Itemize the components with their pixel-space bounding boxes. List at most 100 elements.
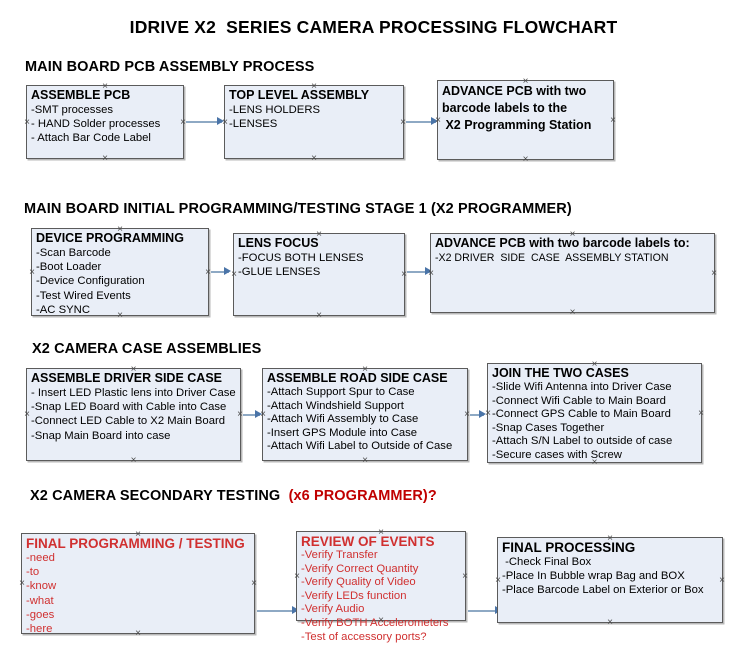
- connection-handle-bottom[interactable]: [134, 629, 143, 638]
- box-final-processing[interactable]: FINAL PROCESSING -Check Final Box -Place…: [497, 537, 723, 623]
- box-device-programming[interactable]: DEVICE PROGRAMMING -Scan Barcode -Boot L…: [31, 228, 209, 316]
- box-line: -GLUE LENSES: [238, 266, 321, 279]
- box-assemble-pcb[interactable]: ASSEMBLE PCB -SMT processes - HAND Solde…: [26, 85, 184, 159]
- connection-handle-bottom[interactable]: [590, 458, 599, 467]
- box-title: REVIEW OF EVENTS: [301, 534, 435, 549]
- connector-top-level-to-advance-pcb: [406, 121, 436, 123]
- box-line: -Attach Wifi Label to Outside of Case: [267, 440, 453, 453]
- box-title: LENS FOCUS: [238, 236, 319, 250]
- connection-handle-bottom[interactable]: [568, 308, 577, 317]
- box-lens-focus[interactable]: LENS FOCUS -FOCUS BOTH LENSES -GLUE LENS…: [233, 233, 405, 316]
- connection-handle-bottom[interactable]: [315, 311, 324, 320]
- connection-handle-top[interactable]: [590, 360, 599, 369]
- connection-handle-bottom[interactable]: [521, 155, 530, 164]
- connection-handle-left[interactable]: [23, 118, 32, 127]
- box-line: -Verify LEDs function: [301, 589, 407, 602]
- box-line: -Place Barcode Label on Exterior or Box: [502, 584, 704, 597]
- section-heading-text: X2 CAMERA CASE ASSEMBLIES: [32, 341, 262, 357]
- connection-handle-left[interactable]: [23, 410, 32, 419]
- connection-handle-top[interactable]: [606, 534, 615, 543]
- section-heading-x2-camera-case-assemblies: X2 CAMERA CASE ASSEMBLIES: [32, 341, 261, 357]
- connection-handle-left[interactable]: [484, 409, 493, 418]
- connection-handle-bottom[interactable]: [101, 154, 110, 163]
- connection-handle-top[interactable]: [377, 528, 386, 537]
- connection-handle-right[interactable]: [697, 409, 706, 418]
- section-heading-x2-camera-secondary-testing: X2 CAMERA SECONDARY TESTING (x6 PROGRAMM…: [30, 488, 437, 504]
- connector-assemble-pcb-to-top-level: [186, 121, 222, 123]
- connection-handle-top[interactable]: [568, 230, 577, 239]
- connection-handle-top[interactable]: [310, 82, 319, 91]
- box-line: -Slide Wifi Antenna into Driver Case: [492, 381, 672, 393]
- box-line: -to: [26, 566, 40, 579]
- box-line: - Attach Bar Code Label: [31, 132, 151, 145]
- box-top-level-assembly[interactable]: TOP LEVEL ASSEMBLY -LENS HOLDERS -LENSES: [224, 85, 404, 159]
- connection-handle-left[interactable]: [28, 268, 37, 277]
- connection-handle-left[interactable]: [230, 270, 239, 279]
- connector-lens-focus-to-advance-pcb-driver: [407, 271, 430, 273]
- connection-handle-right[interactable]: [710, 269, 719, 278]
- page-title: IDRIVE X2 SERIES CAMERA PROCESSING FLOWC…: [129, 17, 618, 37]
- box-advance-pcb-to-driver-side-station[interactable]: ADVANCE PCB with two barcode labels to: …: [430, 233, 715, 313]
- box-join-the-two-cases[interactable]: JOIN THE TWO CASES -Slide Wifi Antenna i…: [487, 363, 702, 463]
- box-review-of-events[interactable]: REVIEW OF EVENTS -Verify Transfer -Verif…: [293, 528, 466, 643]
- connection-handle-bottom[interactable]: [361, 456, 370, 465]
- box-line: -Scan Barcode: [36, 247, 111, 259]
- box-line: -Device Configuration: [36, 275, 145, 288]
- box-line: -Verify Correct Quantity: [301, 562, 419, 575]
- box-line: -Attach Windshield Support: [267, 399, 404, 412]
- box-line: -Test Wired Events: [36, 289, 131, 302]
- box-advance-pcb-to-programming-station[interactable]: ADVANCE PCB with two barcode labels to t…: [437, 80, 614, 160]
- connection-handle-left[interactable]: [494, 576, 503, 585]
- box-line: -Connect GPS Cable to Main Board: [492, 408, 671, 421]
- box-line: -LENS HOLDERS: [229, 104, 321, 116]
- box-line: -Verify Quality of Video: [301, 576, 416, 589]
- connection-handle-top[interactable]: [129, 365, 138, 374]
- box-line: -Snap Main Board into case: [31, 429, 171, 442]
- box-line-overflow: -Test of accessory ports?: [301, 630, 427, 643]
- box-line: -Insert GPS Module into Case: [267, 426, 418, 439]
- connector-arrowhead: [292, 606, 299, 614]
- connector-driver-case-to-road-case: [243, 414, 260, 416]
- box-final-programming-testing[interactable]: FINAL PROGRAMMING / TESTING -need -to -k…: [18, 530, 255, 635]
- box-assemble-road-side-case[interactable]: ASSEMBLE ROAD SIDE CASE -Attach Support …: [262, 368, 468, 461]
- box-line: -Connect LED Cable to X2 Main Board: [31, 415, 226, 428]
- box-title-line: ADVANCE PCB with two: [442, 84, 587, 98]
- connection-handle-top[interactable]: [315, 230, 324, 239]
- box-title: ADVANCE PCB with two barcode labels to:: [435, 236, 690, 250]
- box-line: -Connect Wifi Cable to Main Board: [492, 394, 666, 407]
- box-line: -Verify Transfer: [301, 549, 378, 561]
- connection-handle-bottom[interactable]: [129, 456, 138, 465]
- box-title-line: X2 Programming Station: [442, 118, 592, 132]
- connection-handle-right[interactable]: [250, 579, 259, 588]
- box-title: FINAL PROCESSING: [502, 540, 636, 555]
- connection-handle-top[interactable]: [134, 530, 143, 539]
- connection-handle-left[interactable]: [259, 410, 268, 419]
- connection-handle-top[interactable]: [361, 365, 370, 374]
- connector-review-of-events-to-final-processing: [468, 610, 500, 612]
- connection-handle-bottom[interactable]: [606, 618, 615, 627]
- connector-arrowhead: [224, 267, 231, 275]
- box-assemble-driver-side-case[interactable]: ASSEMBLE DRIVER SIDE CASE - Insert LED P…: [26, 368, 241, 461]
- box-line: -Check Final Box: [502, 556, 592, 568]
- connection-handle-left[interactable]: [18, 579, 27, 588]
- connection-handle-left[interactable]: [221, 118, 230, 127]
- connection-handle-top[interactable]: [101, 82, 110, 91]
- box-title-line: barcode labels to the: [442, 101, 568, 115]
- connection-handle-left[interactable]: [293, 572, 302, 581]
- connection-handle-left[interactable]: [427, 269, 436, 278]
- connection-handle-right[interactable]: [718, 576, 727, 585]
- box-line: -Attach Support Spur to Case: [267, 386, 415, 398]
- connection-handle-bottom[interactable]: [116, 311, 125, 320]
- box-title: ASSEMBLE ROAD SIDE CASE: [267, 371, 448, 385]
- box-line: -Snap LED Board with Cable into Case: [31, 401, 227, 414]
- box-line: -SMT processes: [31, 104, 114, 116]
- connection-handle-top[interactable]: [116, 225, 125, 234]
- box-title: ASSEMBLE PCB: [31, 88, 131, 102]
- connection-handle-left[interactable]: [434, 116, 443, 125]
- connection-handle-bottom[interactable]: [377, 616, 386, 625]
- connection-handle-right[interactable]: [461, 572, 470, 581]
- connection-handle-bottom[interactable]: [310, 154, 319, 163]
- connection-handle-right[interactable]: [609, 116, 618, 125]
- connection-handle-top[interactable]: [521, 77, 530, 86]
